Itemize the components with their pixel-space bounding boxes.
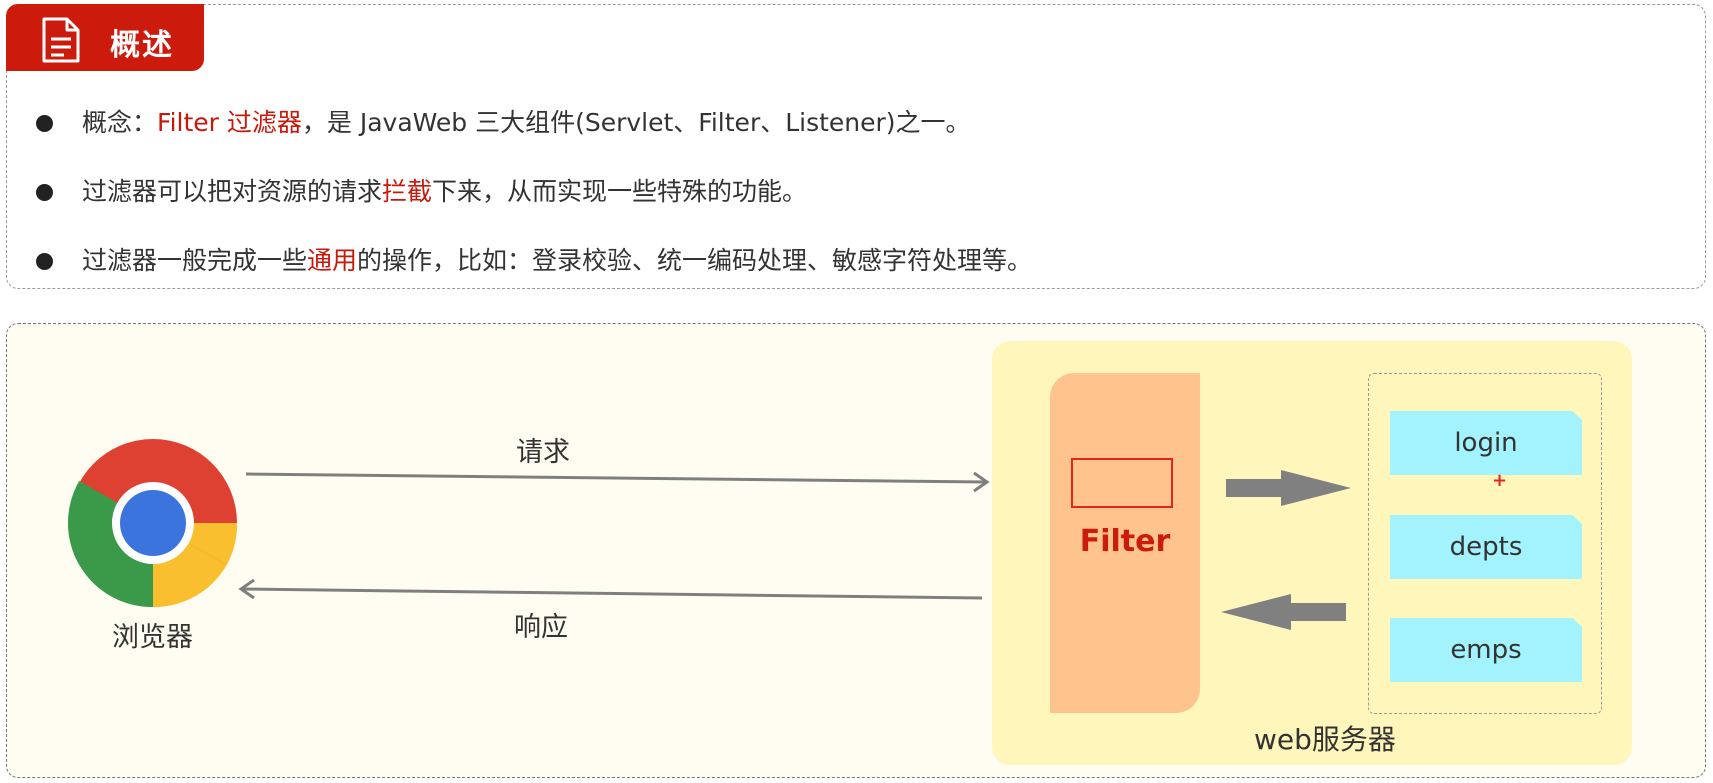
bullet-text: 过滤器可以把对资源的请求拦截下来，从而实现一些特殊的功能。 [82, 175, 807, 209]
section-header: 概述 [6, 4, 204, 71]
resource-login: login [1390, 411, 1582, 475]
bullet-highlight: 通用 [307, 246, 358, 275]
resource-container [1368, 373, 1602, 714]
bullet-dot [36, 184, 53, 201]
response-arrow [238, 578, 983, 600]
bullet-highlight: 拦截 [382, 177, 433, 206]
resource-emps: emps [1390, 618, 1582, 682]
bullet-text-part: 过滤器可以把对资源的请求 [82, 177, 383, 206]
filter-box [1050, 373, 1200, 713]
bullet-text-part: ，是 JavaWeb 三大组件(Servlet、Filter、Listener)… [301, 108, 971, 137]
document-icon [42, 17, 80, 63]
request-label: 请求 [516, 437, 570, 468]
section-title: 概述 [110, 28, 174, 63]
plus-marker: + [1492, 470, 1508, 491]
resource-depts: depts [1390, 515, 1582, 579]
bullet-dot [36, 115, 53, 132]
bullet-text-part: 下来，从而实现一些特殊的功能。 [432, 177, 808, 206]
chrome-browser-icon [68, 439, 238, 608]
browser-label: 浏览器 [112, 622, 193, 653]
bullet-text-part: 过滤器一般完成一些 [82, 246, 308, 275]
bullet-text: 过滤器一般完成一些通用的操作，比如：登录校验、统一编码处理、敏感字符处理等。 [82, 244, 1032, 278]
bullet-text-part: 的操作，比如：登录校验、统一编码处理、敏感字符处理等。 [357, 246, 1033, 275]
request-arrow [245, 471, 990, 493]
response-label: 响应 [514, 612, 568, 643]
bullet-text-part: 概念： [82, 108, 158, 137]
bullet-highlight: Filter 过滤器 [157, 108, 302, 137]
overview-card [6, 4, 1706, 289]
filter-inner-rect [1071, 458, 1173, 508]
filter-label: Filter [1079, 524, 1171, 559]
forward-block-arrow [1226, 470, 1351, 506]
bullet-dot [36, 253, 53, 270]
bullet-text: 概念：Filter 过滤器，是 JavaWeb 三大组件(Servlet、Fil… [82, 106, 971, 140]
web-server-label: web服务器 [1254, 723, 1396, 756]
back-block-arrow [1221, 594, 1346, 630]
